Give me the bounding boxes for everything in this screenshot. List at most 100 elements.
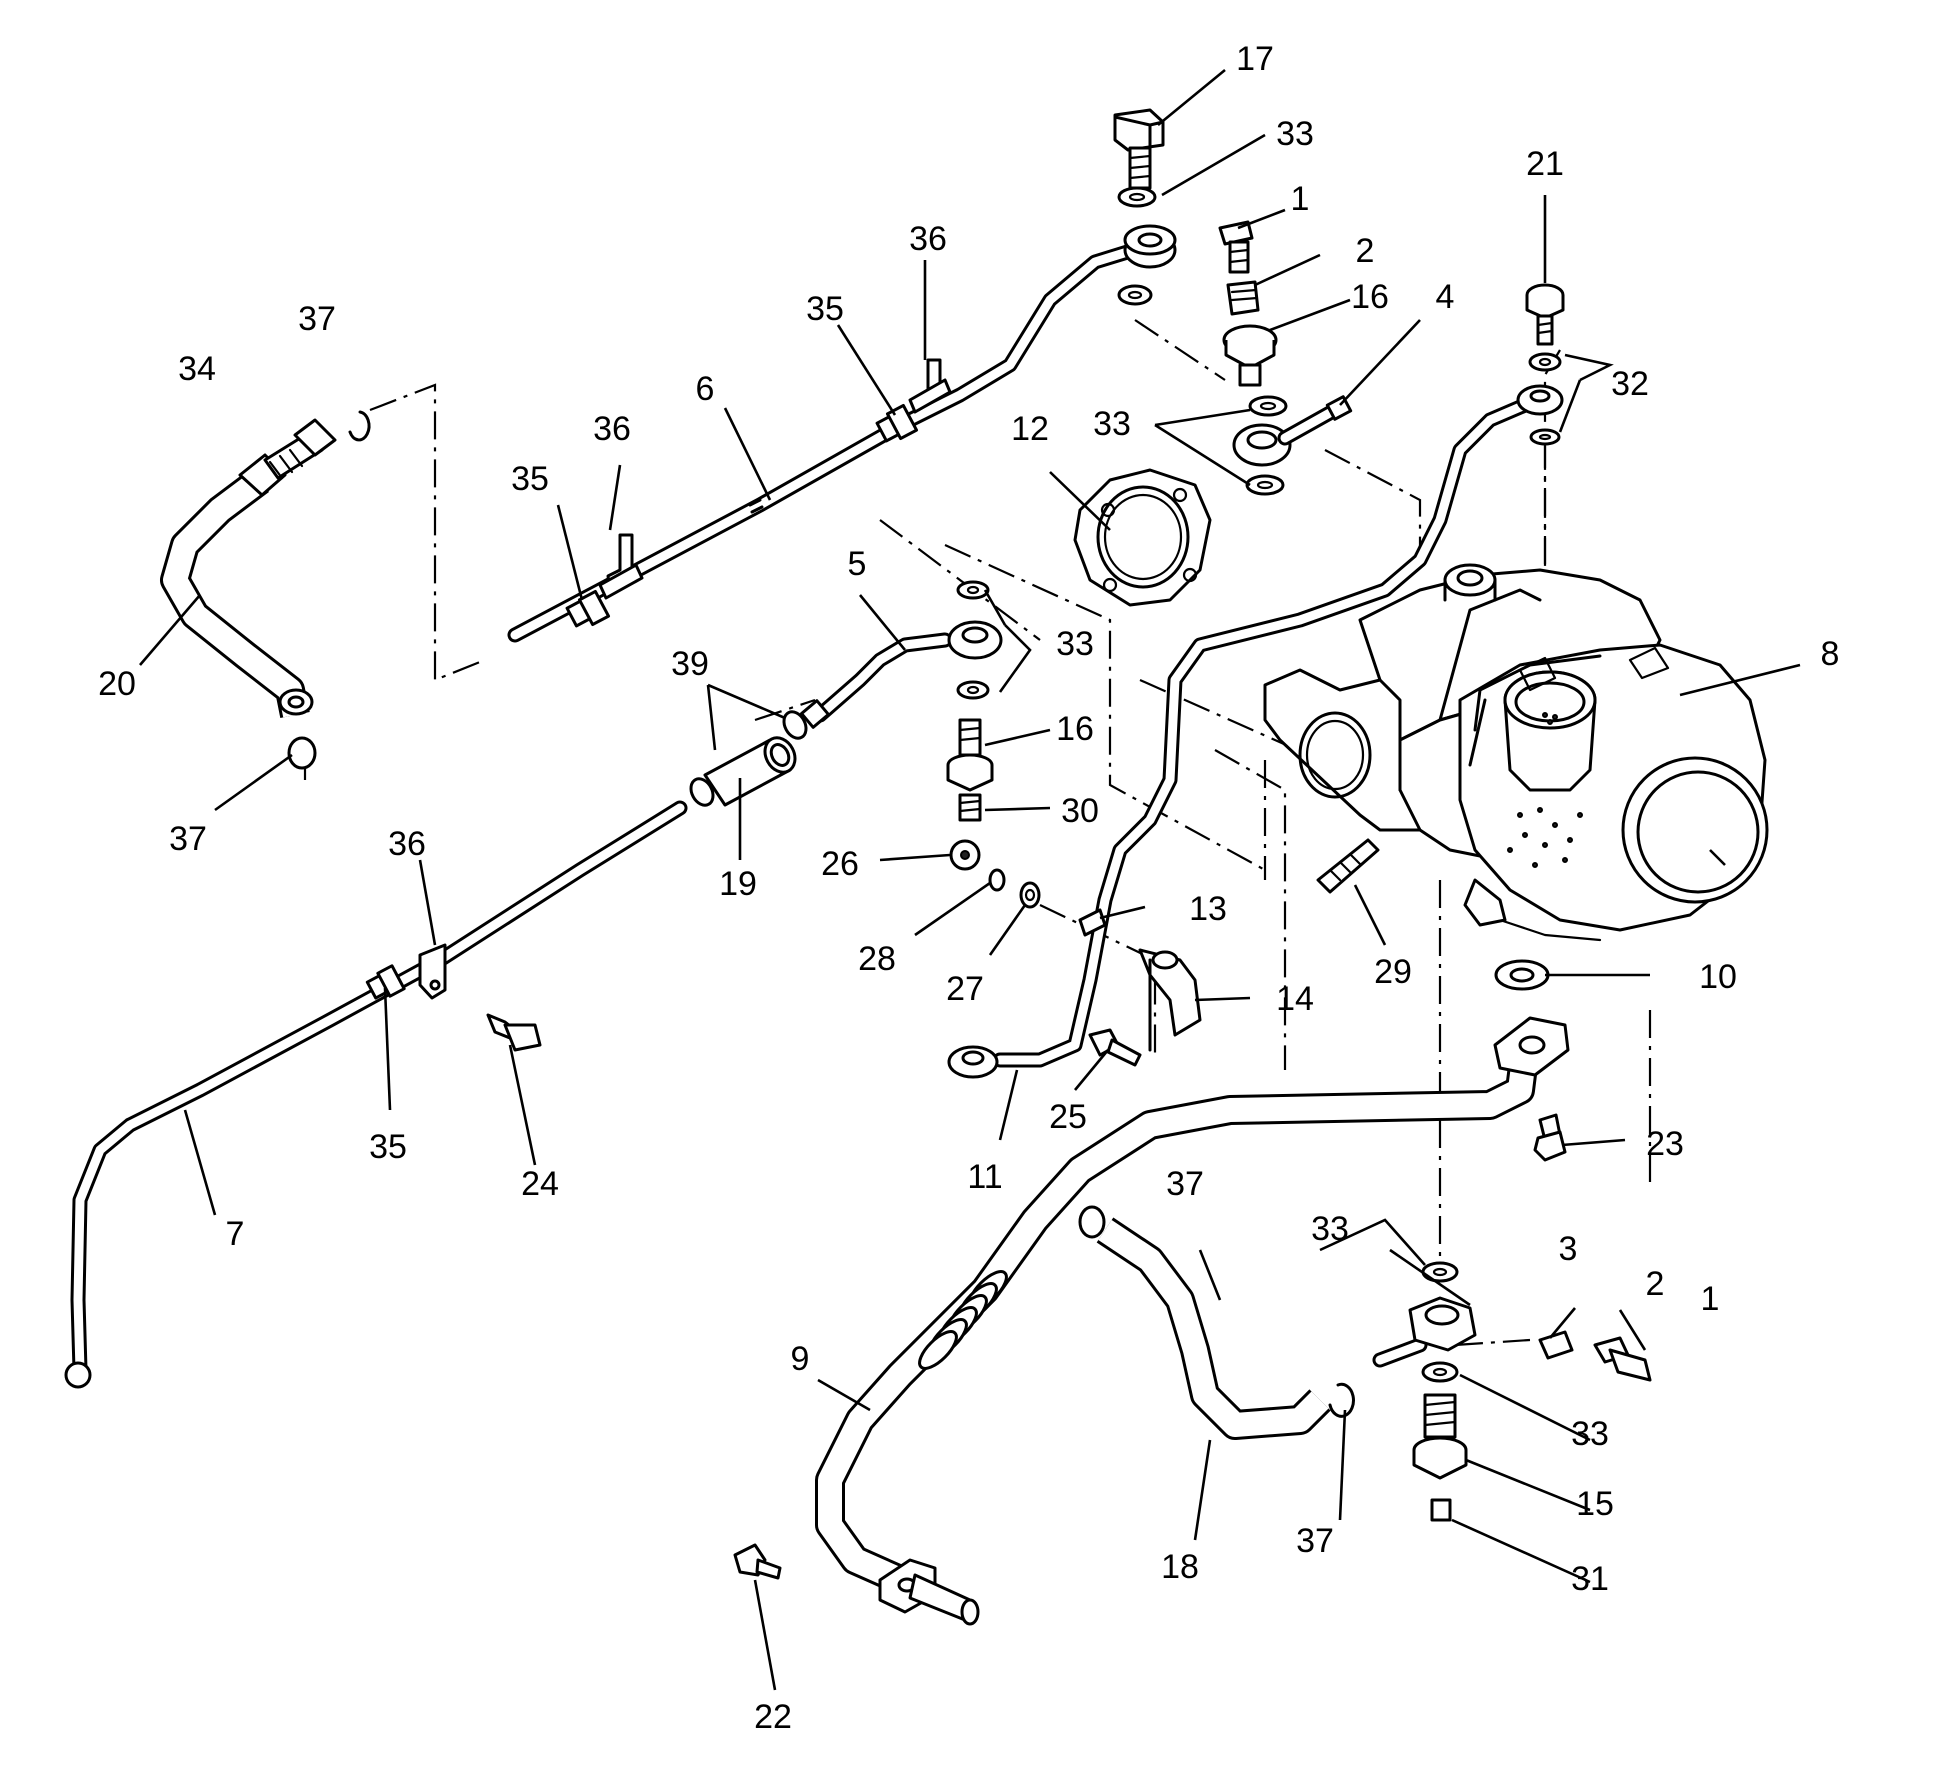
label-6: 6 bbox=[696, 370, 715, 408]
bolt-23 bbox=[1533, 1113, 1567, 1162]
washer-33-top bbox=[1117, 186, 1157, 208]
label-28: 28 bbox=[858, 940, 896, 978]
bolt-21 bbox=[1525, 283, 1565, 346]
corrugated-section bbox=[918, 1270, 1008, 1370]
leader-lines bbox=[139, 68, 1801, 1691]
label-2: 2 bbox=[1356, 232, 1375, 270]
hose-19 bbox=[703, 736, 797, 807]
banjo-5 bbox=[947, 620, 1003, 660]
label-37: 37 bbox=[169, 820, 207, 858]
nut-26 bbox=[949, 839, 981, 871]
label-24: 24 bbox=[521, 1165, 559, 1203]
label-36: 36 bbox=[909, 220, 947, 258]
fitting-15 bbox=[1412, 1393, 1468, 1480]
label-37: 37 bbox=[298, 300, 336, 338]
label-35: 35 bbox=[511, 460, 549, 498]
gasket-10 bbox=[1494, 959, 1550, 991]
washer-33-stack-top bbox=[1421, 1261, 1459, 1283]
banjo-32-top bbox=[1516, 384, 1564, 416]
washer-28 bbox=[988, 868, 1006, 892]
bolt-22 bbox=[733, 1543, 782, 1580]
bracket-36-left bbox=[418, 943, 447, 1000]
label-37: 37 bbox=[1166, 1165, 1204, 1203]
label-19: 19 bbox=[719, 865, 757, 903]
label-33: 33 bbox=[1571, 1415, 1609, 1453]
label-22: 22 bbox=[754, 1698, 792, 1736]
hose-20 bbox=[160, 468, 314, 718]
label-15: 15 bbox=[1576, 1485, 1614, 1523]
label-35: 35 bbox=[806, 290, 844, 328]
washer-5-top bbox=[956, 580, 990, 600]
stud-29 bbox=[1316, 838, 1380, 894]
clamp-39-left bbox=[689, 777, 715, 807]
label-1: 1 bbox=[1701, 1280, 1720, 1318]
washer-33-lower bbox=[1245, 474, 1285, 496]
banjo-4 bbox=[1232, 395, 1353, 467]
fitting-2-lower bbox=[1538, 1330, 1574, 1360]
washer-32-upper bbox=[1528, 352, 1562, 372]
label-35: 35 bbox=[369, 1128, 407, 1166]
plug-1-upper bbox=[1218, 220, 1254, 274]
label-39: 39 bbox=[671, 645, 709, 683]
label-7: 7 bbox=[226, 1215, 245, 1253]
bolt-24 bbox=[486, 1013, 542, 1052]
washer-33-stack-bottom bbox=[1421, 1361, 1459, 1383]
label-1: 1 bbox=[1291, 180, 1310, 218]
label-13: 13 bbox=[1189, 890, 1227, 928]
label-37: 37 bbox=[1296, 1522, 1334, 1560]
label-33: 33 bbox=[1056, 625, 1094, 663]
label-16: 16 bbox=[1351, 278, 1389, 316]
label-10: 10 bbox=[1699, 958, 1737, 996]
washer-below-banjo bbox=[1117, 284, 1153, 306]
label-26: 26 bbox=[821, 845, 859, 883]
bracket-36-upper bbox=[908, 358, 952, 414]
label-33: 33 bbox=[1311, 1210, 1349, 1248]
plug-1-lower bbox=[1593, 1336, 1652, 1382]
label-16: 16 bbox=[1056, 710, 1094, 748]
drain-tube-9 bbox=[815, 1016, 1570, 1626]
hose-18 bbox=[1096, 1217, 1331, 1440]
fitting-35-upper bbox=[875, 403, 919, 443]
label-33: 33 bbox=[1093, 405, 1131, 443]
fitting-16-upper bbox=[1222, 324, 1278, 387]
fitting-35-left bbox=[365, 964, 406, 1000]
label-30: 30 bbox=[1061, 792, 1099, 830]
label-3: 3 bbox=[1559, 1230, 1578, 1268]
gasket-12 bbox=[1073, 468, 1212, 607]
label-12: 12 bbox=[1011, 410, 1049, 448]
clamp-37-hose18-bottom bbox=[1328, 1382, 1355, 1418]
label-31: 31 bbox=[1571, 1560, 1609, 1598]
washer-33-mid bbox=[1248, 395, 1288, 417]
washer-32-lower bbox=[1529, 428, 1561, 446]
oil-line-6 bbox=[507, 237, 1158, 643]
clamp-37-upper bbox=[348, 410, 371, 442]
plug-31 bbox=[1430, 1498, 1452, 1522]
label-36: 36 bbox=[388, 825, 426, 863]
turbocharger-8 bbox=[1263, 563, 1769, 942]
label-23: 23 bbox=[1646, 1125, 1684, 1163]
banjo-fitting-upper bbox=[1123, 224, 1177, 269]
label-8: 8 bbox=[1821, 635, 1840, 673]
label-5: 5 bbox=[848, 545, 867, 583]
fitting-2-upper bbox=[1226, 280, 1260, 316]
label-34: 34 bbox=[178, 350, 216, 388]
label-20: 20 bbox=[98, 665, 136, 703]
label-17: 17 bbox=[1236, 40, 1274, 78]
label-25: 25 bbox=[1049, 1098, 1087, 1136]
washer-27 bbox=[1019, 881, 1041, 909]
clip-13 bbox=[1078, 908, 1107, 937]
washer-5-bottom bbox=[956, 680, 990, 700]
label-2: 2 bbox=[1646, 1265, 1665, 1303]
label-21: 21 bbox=[1526, 145, 1564, 183]
fitting-16-lower bbox=[946, 718, 994, 792]
oil-line-11 bbox=[992, 397, 1533, 1068]
label-27: 27 bbox=[946, 970, 984, 1008]
bolt-17 bbox=[1113, 108, 1165, 190]
oil-line-5 bbox=[800, 632, 953, 729]
clamp-37-left bbox=[287, 736, 317, 770]
label-14: 14 bbox=[1276, 980, 1314, 1018]
label-33: 33 bbox=[1276, 115, 1314, 153]
fitting-30 bbox=[958, 793, 982, 822]
label-9: 9 bbox=[791, 1340, 810, 1378]
